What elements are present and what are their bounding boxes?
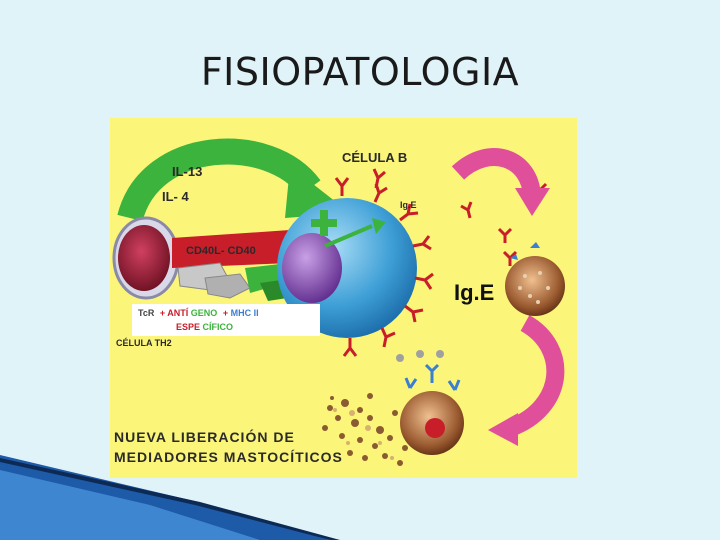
magenta-arrow-top — [451, 148, 550, 216]
cd40-band — [172, 230, 305, 268]
ige-receptors — [334, 168, 434, 357]
b-cell — [277, 198, 417, 338]
label-tcr-line1: TcR + ANTÍ GENO + MHC II — [138, 308, 259, 318]
fisiopatologia-diagram: IL-13 IL- 4 CÉLULA B Ig.E Ig.E CD40L- CD… — [110, 118, 577, 478]
slide-title: FISIOPATOLOGIA — [200, 50, 520, 94]
label-celula-th2: CÉLULA TH2 — [116, 338, 172, 348]
tcr-structure — [177, 262, 300, 301]
label-cd40l-cd40: CD40L- CD40 — [186, 245, 256, 257]
magenta-arrow-bottom — [488, 315, 565, 446]
label-nueva-line1: NUEVA LIBERACIÓN DE — [114, 428, 295, 445]
mast-cell-lower — [396, 350, 464, 455]
released-granules-light — [333, 408, 394, 460]
th2-cell — [112, 216, 180, 300]
tcr-caption-box — [132, 304, 320, 336]
label-ige-small: Ig.E — [400, 200, 417, 210]
label-nueva-line2: MEDIADORES MASTOCÍTICOS — [114, 449, 343, 465]
label-ige-large: Ig.E — [454, 280, 494, 305]
plus-arrow — [311, 210, 386, 248]
label-il13: IL-13 — [172, 164, 202, 179]
label-celula-b: CÉLULA B — [342, 150, 407, 165]
label-il4: IL- 4 — [162, 189, 189, 204]
label-tcr-line2: ESPE CÍFICO — [176, 322, 233, 332]
released-granules — [322, 393, 408, 466]
mast-cell-upper — [505, 242, 565, 316]
